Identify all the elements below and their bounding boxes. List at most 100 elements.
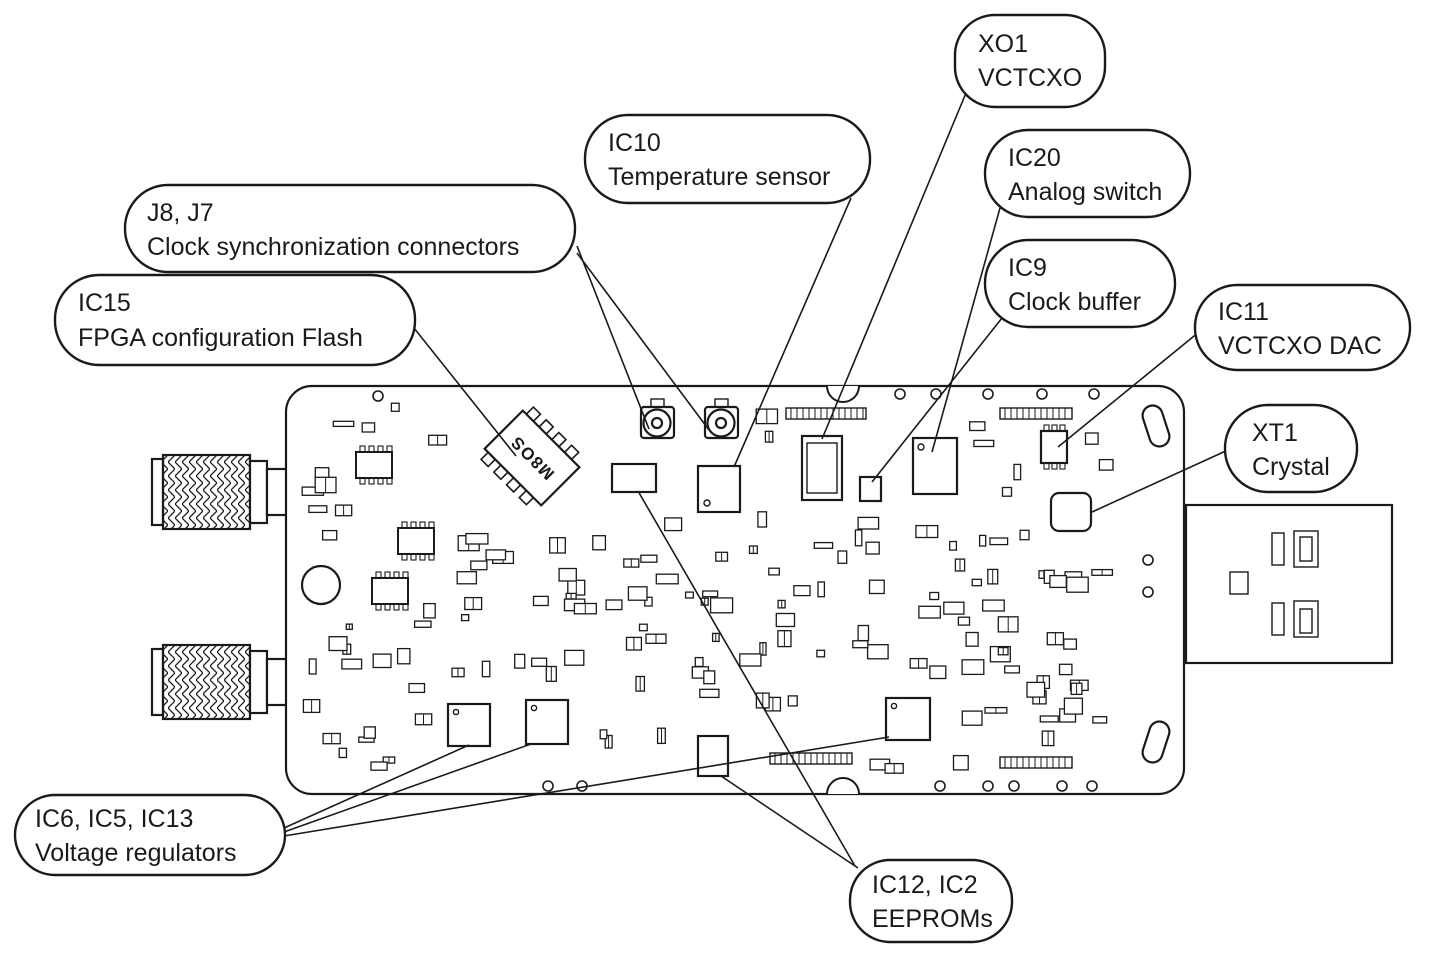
smd-component [961, 659, 985, 676]
callout-ic15: IC15 FPGA configuration Flash [53, 273, 417, 367]
smd-component [1039, 715, 1059, 723]
smd-component [816, 649, 826, 658]
eeprom-body [696, 734, 730, 778]
callout-bubble [848, 858, 1014, 944]
smd-component [1098, 458, 1114, 471]
smd-component [787, 695, 798, 707]
smd-component [817, 581, 826, 598]
smd-component [465, 532, 489, 545]
voltage-regulator-2 [524, 698, 570, 746]
usb-contact [1271, 602, 1285, 636]
vctcxo-dac-ic11 [1039, 424, 1069, 470]
callout-bubble [1223, 403, 1359, 494]
smd-component [638, 623, 648, 632]
mounting-hole [300, 564, 342, 606]
smd-component [627, 586, 648, 601]
callout-j8j7: J8, J7 Clock synchronization connectors [123, 183, 577, 274]
smd-component [338, 747, 348, 759]
callout-desc: Voltage regulators [35, 839, 237, 867]
smd-component [1058, 663, 1073, 676]
voltage-regulator-1 [446, 702, 492, 748]
smd-component [470, 560, 488, 571]
via-hole [894, 388, 906, 400]
via-hole [372, 390, 384, 402]
vctcxo-component-xo1 [800, 434, 844, 502]
via-hole [1056, 780, 1068, 792]
smd-component [813, 541, 834, 549]
eeprom-body [610, 462, 658, 494]
smd-component [341, 658, 363, 670]
callout-desc: Clock buffer [1008, 288, 1141, 316]
smd-component [739, 653, 762, 667]
eeprom-ic12 [696, 734, 730, 778]
smd-component [699, 688, 720, 699]
usb-detail [1229, 571, 1249, 595]
smd-component [592, 535, 607, 551]
leader-line-eeprom2 [637, 490, 856, 867]
smd-component [1004, 665, 1021, 674]
smd-component [308, 505, 328, 514]
leader-line-vreg1 [283, 744, 470, 829]
soic-chip-body [397, 527, 435, 555]
sma-connector-top [150, 453, 293, 531]
callout-ref: XO1 [978, 30, 1028, 58]
smd-component [1063, 697, 1084, 715]
callout-xt1: XT1 Crystal [1223, 403, 1359, 494]
callout-ref: IC9 [1008, 254, 1047, 282]
callout-ref: IC12, IC2 [872, 871, 978, 899]
callout-desc: Crystal [1252, 453, 1330, 481]
callout-bubble [1193, 283, 1412, 372]
smd-component [978, 534, 987, 547]
via-hole [934, 780, 946, 792]
smd-component [481, 660, 491, 678]
leader-line-xt1 [1091, 449, 1229, 513]
edge-connector-pad-row [999, 407, 1073, 420]
smd-component [775, 612, 796, 628]
smd-component [485, 549, 507, 561]
via-hole [1142, 554, 1154, 566]
callout-ref: XT1 [1252, 419, 1298, 447]
usb-contact-inner [1299, 536, 1313, 562]
clock-buffer-body [858, 475, 883, 503]
notch-top [826, 385, 860, 403]
ufl-connector-j8 [639, 398, 676, 440]
callout-desc: FPGA configuration Flash [78, 324, 363, 352]
smd-component [1013, 463, 1022, 481]
smd-component [1001, 486, 1013, 497]
temp-sensor-dot [703, 499, 711, 507]
callout-desc: VCTCXO DAC [1218, 332, 1382, 360]
callout-ref: IC6, IC5, IC13 [35, 805, 193, 833]
smd-component [929, 591, 940, 601]
leader-line-ic15 [409, 322, 517, 457]
leader-line-eeprom1 [720, 775, 859, 869]
clock-buffer-ic9 [858, 475, 883, 503]
smd-component [308, 658, 317, 675]
callout-bubble [13, 793, 287, 877]
smd-component [605, 599, 623, 611]
leader-line-ic10 [733, 197, 852, 468]
leader-line-vreg3 [283, 736, 890, 837]
via-hole [1008, 780, 1020, 792]
smd-component [332, 420, 355, 428]
smd-component [564, 649, 585, 666]
leader-line-ic11 [1057, 331, 1200, 448]
sma-end-cap [150, 457, 165, 527]
eeprom-ic2 [610, 462, 658, 494]
smd-component [1026, 681, 1046, 698]
smd-component [702, 590, 719, 598]
smd-component [866, 644, 889, 660]
smd-component [664, 517, 683, 532]
smd-component [408, 682, 426, 694]
callout-vregs: IC6, IC5, IC13 Voltage regulators [13, 793, 287, 877]
usb-contact [1271, 532, 1285, 566]
dac-body [1039, 429, 1069, 465]
smd-component [989, 537, 1009, 546]
via-hole [1088, 388, 1100, 400]
callout-desc: Analog switch [1008, 178, 1162, 206]
soic-chip-body [371, 577, 409, 605]
callout-desc: EEPROMs [872, 905, 993, 933]
callout-bubble [983, 238, 1177, 329]
smd-component [957, 616, 971, 626]
smd-component [694, 656, 704, 668]
callout-ic10: IC10 Temperature sensor [583, 113, 872, 205]
